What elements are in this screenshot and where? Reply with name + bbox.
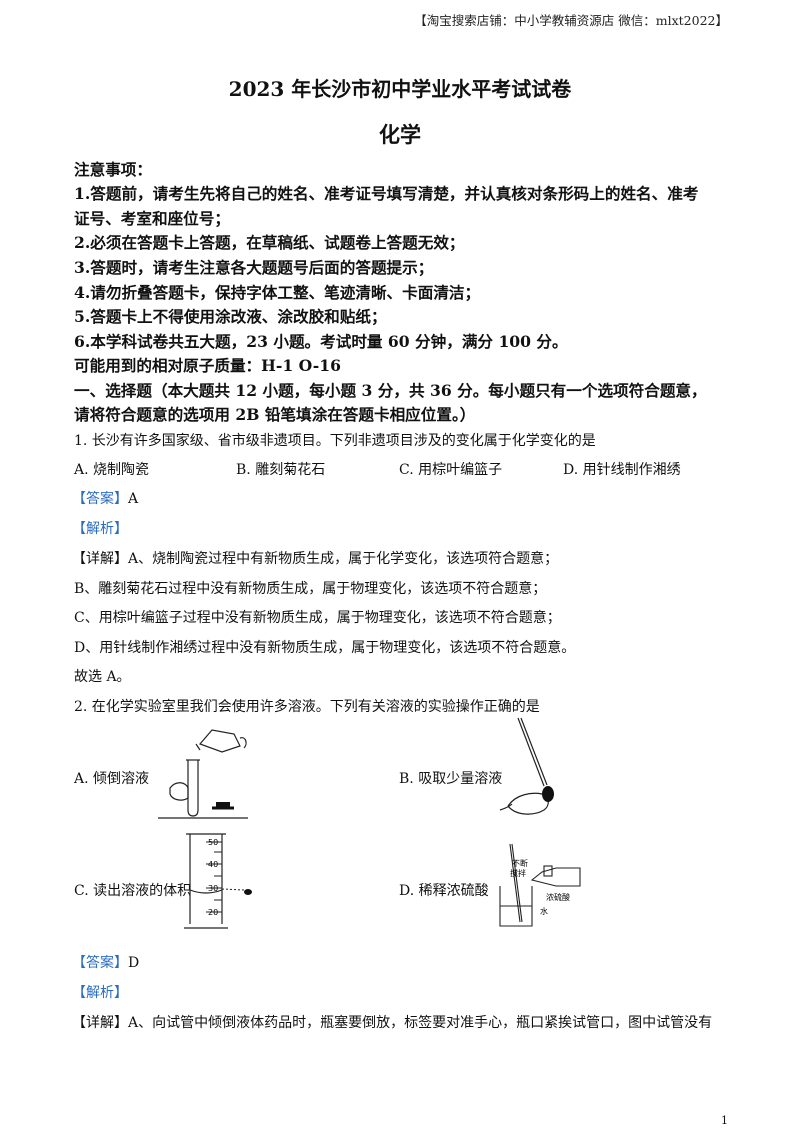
q1-option-d: D. 用针线制作湘绣 — [563, 462, 681, 478]
exam-title: 2023 年长沙市初中学业水平考试试卷 — [228, 77, 572, 101]
note-item: 5.答题卡上不得使用涂改液、涂改胶和贴纸； — [74, 307, 387, 326]
eye-icon — [244, 889, 252, 895]
q1-detail-line: 【详解】A、烧制陶瓷过程中有新物质生成，属于化学变化，该选项符合题意； — [72, 551, 559, 567]
dilute-acid-figure: 不断 搅拌 浓硫酸 水 — [499, 843, 581, 927]
atomic-mass: 可能用到的相对原子质量：H-1 O-16 — [74, 356, 341, 375]
q1-option-b: B. 雕刻菊花石 — [236, 462, 326, 478]
note-item: 4.请勿折叠答题卡，保持字体工整、笔迹清晰、卡面清洁； — [74, 283, 481, 302]
cylinder-tick: 40 — [208, 860, 218, 869]
answer-label: 【答案】 — [72, 491, 128, 507]
q1-detail-line: D、用针线制作湘绣过程中没有新物质生成，属于物理变化，该选项不符合题意。 — [74, 640, 576, 656]
watermark: 【淘宝搜索店铺：中小学教辅资源店 微信：mlxt2022】 — [414, 13, 728, 28]
q2-answer: 【答案】D — [72, 952, 139, 972]
note-item: 1.答题前，请考生先将自己的姓名、准考证号填写清楚，并认真核对条形码上的姓名、准… — [74, 184, 699, 203]
cylinder-tick: 50 — [208, 838, 218, 847]
section-heading: 一、选择题（本大题共 12 小题，每小题 3 分，共 36 分。每小题只有一个选… — [74, 381, 707, 400]
page-number: 1 — [721, 1114, 728, 1127]
q1-stem: 1. 长沙有许多国家级、省市级非遗项目。下列非遗项目涉及的变化属于化学变化的是 — [74, 433, 596, 449]
note-item: 6.本学科试卷共五大题，23 小题。考试时量 60 分钟，满分 100 分。 — [74, 332, 568, 351]
label-water: 水 — [540, 906, 548, 916]
q2-stem: 2. 在化学实验室里我们会使用许多溶液。下列有关溶液的实验操作正确的是 — [74, 699, 540, 715]
q1-analysis-label: 【解析】 — [72, 521, 128, 537]
label-stir2: 搅拌 — [510, 868, 526, 878]
note-item: 证号、考室和座位号； — [74, 209, 230, 228]
q2-option-c: C. 读出溶液的体积 — [74, 883, 192, 899]
section-heading-cont: 请将符合题意的选项用 2B 铅笔填涂在答题卡相应位置。） — [74, 405, 476, 424]
q2-option-d: D. 稀释浓硫酸 — [399, 883, 489, 899]
subject-title: 化学 — [379, 122, 421, 147]
q2-option-b: B. 吸取少量溶液 — [399, 771, 503, 787]
q2-option-a: A. 倾倒溶液 — [74, 771, 150, 787]
label-stir: 不断 — [512, 858, 528, 868]
note-item: 2.必须在答题卡上答题，在草稿纸、试题卷上答题无效； — [74, 233, 465, 252]
q2-detail-line: 【详解】A、向试管中倾倒液体药品时，瓶塞要倒放，标签要对准手心，瓶口紧挨试管口，… — [72, 1015, 713, 1031]
q1-option-a: A. 烧制陶瓷 — [74, 462, 150, 478]
notes-heading: 注意事项： — [74, 160, 152, 179]
cylinder-tick: 30 — [208, 884, 218, 893]
note-item: 3.答题时，请考生注意各大题题号后面的答题提示； — [74, 258, 434, 277]
label-acid: 浓硫酸 — [546, 892, 570, 902]
pour-liquid-figure — [158, 729, 248, 819]
q1-option-c: C. 用棕叶编篮子 — [399, 462, 503, 478]
q1-answer: 【答案】A — [72, 488, 138, 508]
answer-value: A — [128, 491, 139, 507]
cylinder-tick: 20 — [208, 908, 218, 917]
answer-label: 【答案】 — [72, 955, 128, 971]
q1-detail-line: C、用棕叶编篮子过程中没有新物质生成，属于物理变化，该选项不符合题意； — [74, 610, 561, 626]
answer-value: D — [128, 955, 140, 971]
q1-detail-line: B、雕刻菊花石过程中没有新物质生成，属于物理变化，该选项不符合题意； — [74, 581, 547, 597]
q1-detail-line: 故选 A。 — [74, 669, 131, 685]
graduated-cylinder-figure: 50 40 30 20 — [184, 833, 252, 929]
q2-analysis-label: 【解析】 — [72, 985, 128, 1001]
dropper-figure — [499, 717, 554, 815]
